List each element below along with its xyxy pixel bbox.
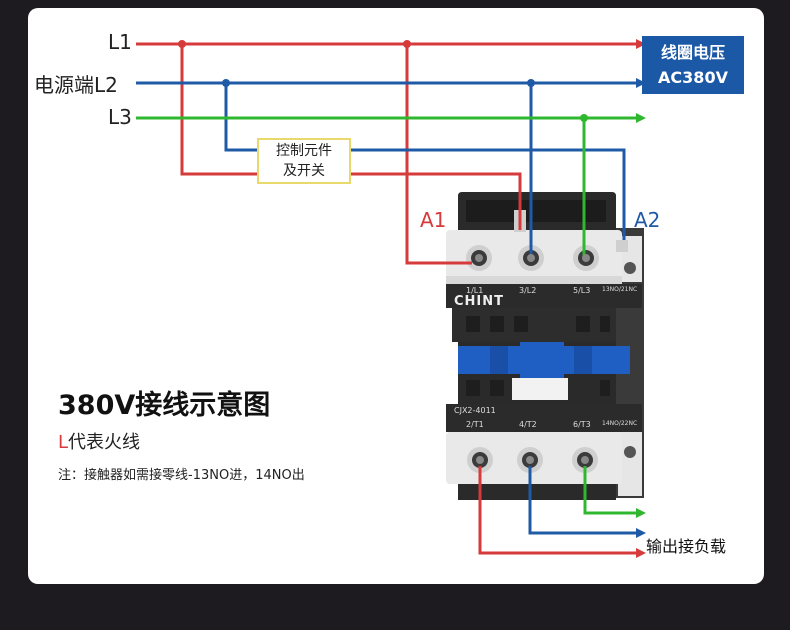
a1-label: A1: [420, 208, 447, 232]
l1-to-control: [180, 44, 257, 176]
control-to-a2: [351, 148, 626, 240]
coil-voltage-value: AC380V: [658, 68, 728, 87]
model-label: CJX2-4011: [454, 406, 496, 415]
coil-voltage-title: 线圈电压: [660, 43, 725, 62]
indicator-window: [512, 378, 568, 400]
source-label: 电源端L2: [34, 69, 118, 98]
l3-wires: [136, 116, 640, 515]
t3-output: [583, 466, 636, 515]
l1-arrow: [636, 39, 646, 49]
contactor: [446, 192, 644, 500]
control-element-box: 控制元件 及开关: [257, 138, 351, 184]
l3-label: L3: [108, 105, 132, 129]
output-label: 输出接负载: [646, 537, 727, 556]
l2-to-control: [224, 83, 257, 152]
a2-post: [616, 240, 628, 252]
wiring-note: 注：接触器如需接零线-13NO进，14NO出: [58, 468, 305, 483]
l1-wires: [136, 42, 640, 555]
l2-arrow: [636, 78, 646, 88]
top-terminal-label-3: 5/L3: [573, 286, 591, 295]
bottom-terminal-label-aux: 14NO/22NC: [602, 420, 638, 427]
t3-arrow: [636, 508, 646, 518]
top-terminal-label-1: 1/L1: [466, 286, 484, 295]
control-line-2: 及开关: [283, 163, 325, 179]
control-line-1: 控制元件: [276, 143, 332, 159]
l2-label: L2: [94, 73, 118, 97]
legend-text: 代表火线: [68, 432, 141, 453]
bottom-terminal-label-3: 6/T3: [573, 420, 591, 429]
top-terminal-label-aux: 13NO/21NC: [602, 286, 638, 293]
aux-screw-top: [624, 262, 636, 274]
bottom-terminal-label-2: 4/T2: [519, 420, 537, 429]
bottom-feet: [460, 484, 610, 498]
legend: L代表火线: [58, 428, 140, 454]
aux-screw-bottom: [624, 446, 636, 458]
source-prefix: 电源端: [34, 73, 94, 97]
brand-logo: CHINT: [454, 294, 505, 309]
l2-wires: [136, 81, 640, 535]
top-housing: [466, 200, 606, 222]
t1-output: [478, 466, 636, 555]
label-strip-bottom: [446, 404, 642, 432]
top-terminal-label-2: 3/L2: [519, 286, 537, 295]
bottom-terminal-label-1: 2/T1: [466, 420, 484, 429]
l3-arrow: [636, 113, 646, 123]
coil-voltage-box: 线圈电压 AC380V: [642, 36, 744, 94]
t2-arrow: [636, 528, 646, 538]
t1-arrow: [636, 548, 646, 558]
legend-letter: L: [58, 432, 69, 453]
label-strip-top: [446, 284, 642, 308]
diagram-title: 380V接线示意图: [58, 390, 271, 421]
l1-label: L1: [108, 30, 132, 54]
a2-label: A2: [634, 208, 661, 232]
t2-output: [528, 466, 636, 535]
